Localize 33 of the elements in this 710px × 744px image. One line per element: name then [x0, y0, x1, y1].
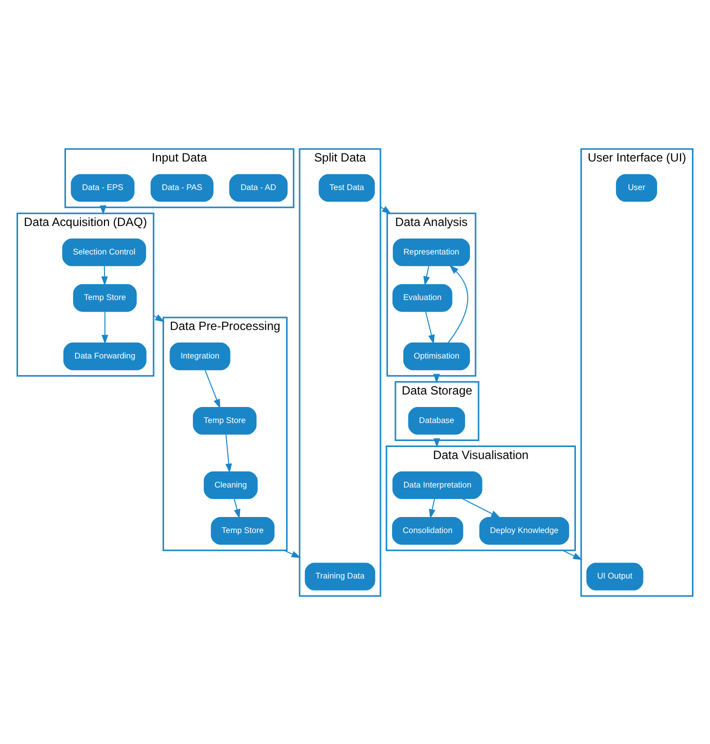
arrow: [448, 264, 468, 343]
node-box: Consolidation: [392, 516, 464, 544]
arrow: [234, 498, 240, 518]
node-box: Data - PAS: [150, 174, 214, 202]
arrow: [101, 264, 108, 286]
node-box: Deploy Knowledge: [479, 516, 570, 544]
node-box: Data Interpretation: [392, 470, 482, 499]
node-box: Database: [408, 406, 466, 434]
node-box: Data - EPS: [70, 174, 134, 202]
node-box: Temp Store: [192, 406, 257, 434]
node-box: UI Output: [586, 562, 644, 590]
node-box: Optimisation: [403, 342, 470, 370]
arrow: [425, 310, 435, 344]
arrow: [423, 264, 430, 286]
node-box: User: [616, 174, 658, 202]
arrow: [562, 549, 582, 560]
node-box: Integration: [170, 342, 230, 370]
node-box: Temp Store: [73, 284, 137, 312]
node-box: Temp Store: [210, 516, 274, 544]
node-box: Test Data: [318, 174, 375, 202]
arrow: [283, 549, 301, 558]
node-box: Selection Control: [62, 238, 146, 266]
node-box: Cleaning: [204, 470, 258, 499]
node-box: Data Forwarding: [63, 342, 146, 370]
node-box: Training Data: [304, 562, 376, 590]
node-box: Data - AD: [229, 174, 288, 202]
node-box: Representation: [392, 238, 470, 266]
arrow: [102, 310, 108, 344]
arrow: [462, 498, 500, 518]
arrow: [225, 434, 232, 473]
arrow: [428, 498, 436, 518]
arrow: [204, 369, 220, 408]
node-box: Evaluation: [392, 284, 452, 312]
